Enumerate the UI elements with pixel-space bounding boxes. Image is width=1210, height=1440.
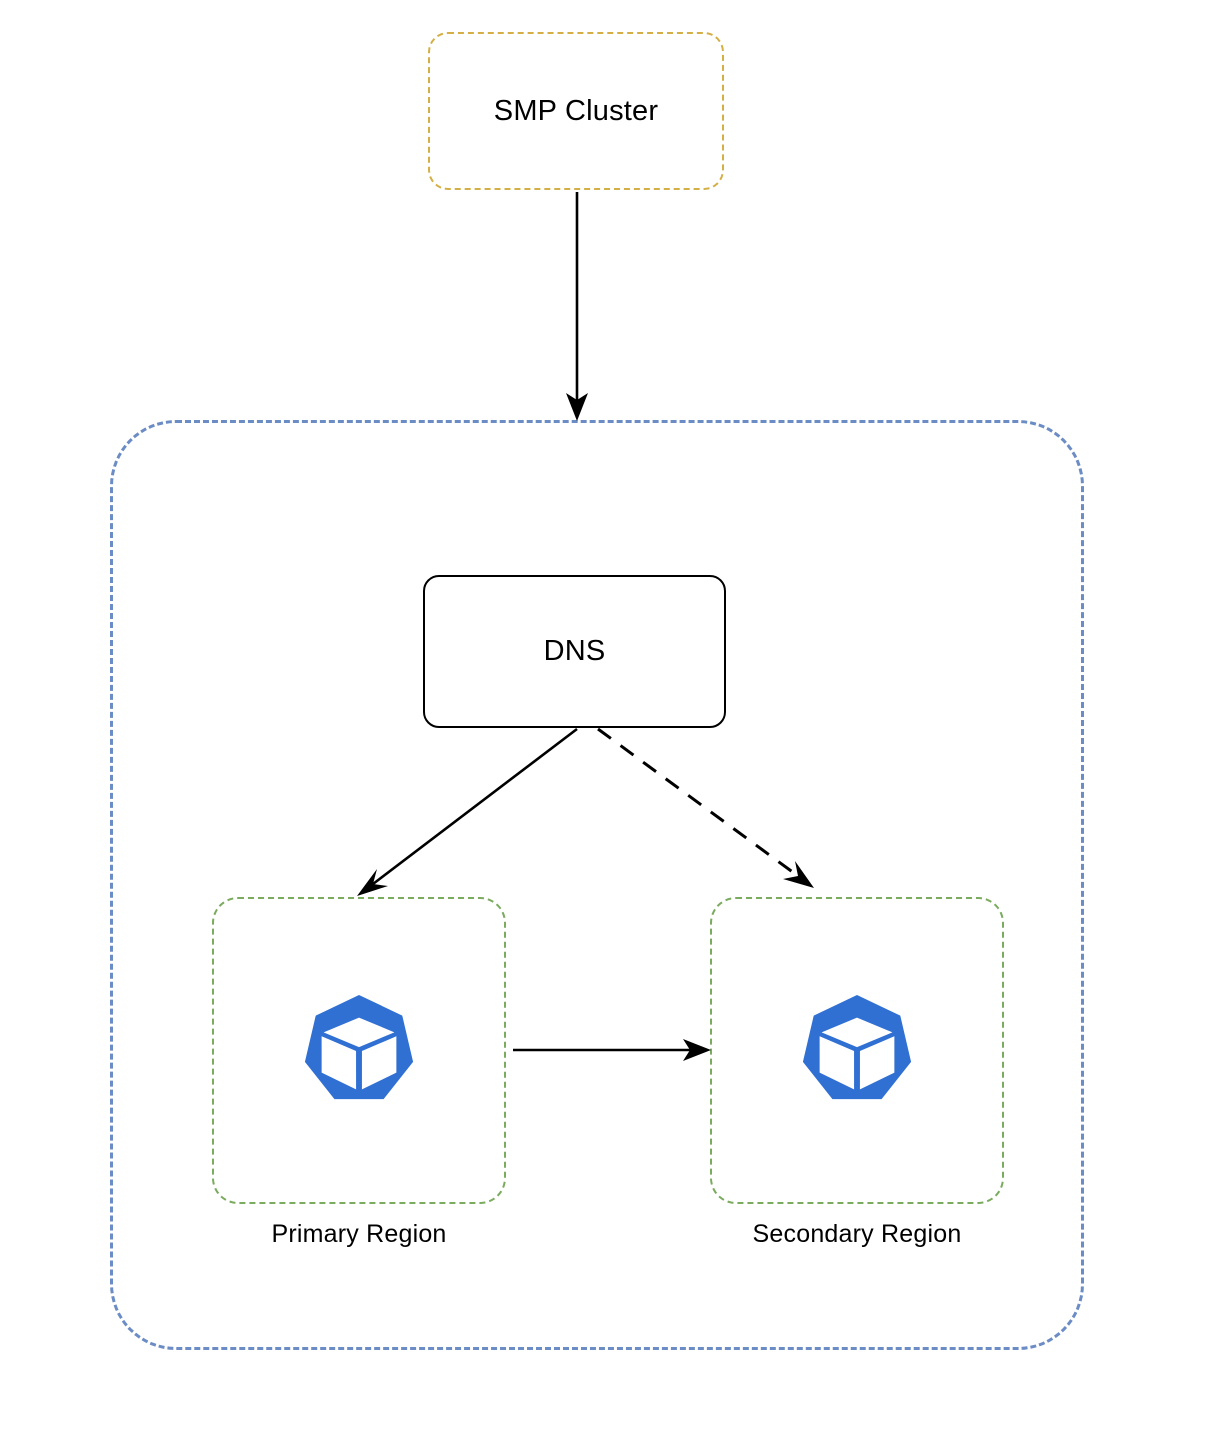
node-smp-cluster[interactable]: SMP Cluster [428,32,724,190]
primary-region-label: Primary Region [271,1220,447,1248]
smp-cluster-label: SMP Cluster [493,94,659,127]
node-secondary-region[interactable] [710,897,1004,1204]
edge-smp-to-boundary [566,192,588,421]
node-dns[interactable]: DNS [423,575,726,728]
node-outer-boundary [110,420,1084,1350]
secondary-region-label: Secondary Region [752,1220,962,1248]
dns-label: DNS [543,635,606,667]
secondary-kubernetes-icon [798,992,916,1110]
primary-kubernetes-icon [300,992,418,1110]
node-primary-region[interactable] [212,897,506,1204]
